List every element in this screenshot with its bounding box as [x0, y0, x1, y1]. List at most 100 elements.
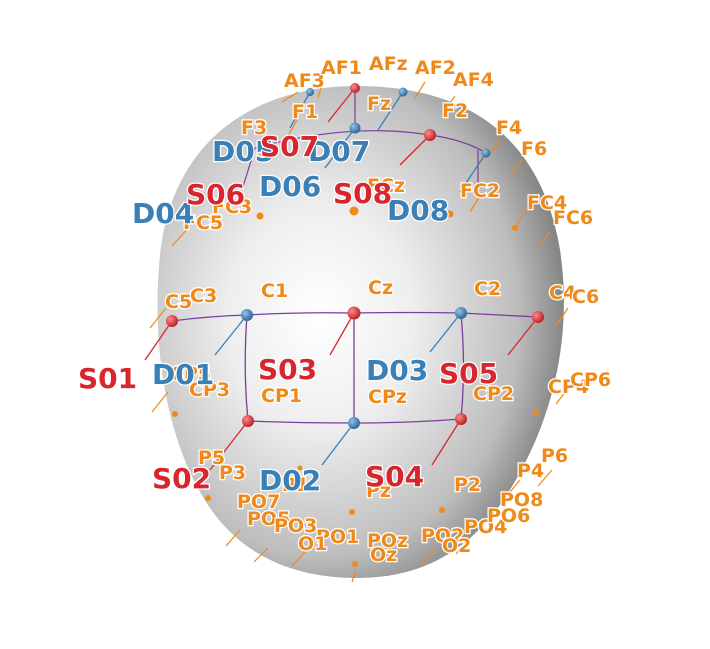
label-F4: F4	[496, 117, 522, 139]
label-FCz: FCz	[367, 175, 405, 197]
label-PO1: PO1	[316, 526, 359, 548]
electrode-tick	[291, 551, 306, 567]
source-stick	[399, 134, 431, 166]
channel-line	[353, 418, 462, 424]
electrode-tick	[504, 479, 521, 499]
label-P2: P2	[454, 474, 481, 496]
detector-label-D01: D01	[152, 358, 214, 391]
detector-label-D04: D04	[132, 197, 194, 230]
electrode-tick	[253, 547, 269, 563]
label-CPz: CPz	[368, 386, 407, 408]
electrode-tick	[171, 225, 191, 247]
detector-optode	[349, 122, 361, 134]
electrode-tick	[151, 391, 169, 413]
electrode-dot	[349, 509, 355, 515]
label-PO2: PO2	[421, 525, 464, 547]
electrode-dot	[349, 206, 359, 216]
electrode-tick	[555, 385, 571, 405]
source-label-S05: S05	[439, 357, 498, 390]
channel-line	[353, 311, 462, 314]
source-optode	[350, 83, 360, 93]
detector-optode	[348, 417, 360, 429]
label-Cz: Cz	[368, 277, 393, 299]
detector-stick	[459, 152, 487, 193]
source-optode	[455, 413, 467, 425]
source-label-S06: S06	[186, 178, 245, 211]
electrode-tick	[149, 307, 167, 329]
label-CP3: CP3	[189, 379, 230, 401]
label-CP4: CP4	[548, 376, 589, 398]
label-C3: C3	[190, 285, 217, 307]
label-C5: C5	[165, 291, 192, 313]
detector-label-D07: D07	[308, 135, 370, 168]
electrode-tick	[469, 195, 481, 213]
label-PO7: PO7	[237, 491, 280, 513]
label-C6: C6	[572, 286, 599, 308]
detector-stick	[324, 127, 356, 169]
label-PO8: PO8	[500, 489, 543, 511]
electrode-tick	[509, 159, 523, 177]
source-stick	[209, 420, 249, 471]
label-O1: O1	[298, 533, 327, 555]
source-optode	[424, 129, 436, 141]
detector-stick	[377, 91, 404, 131]
label-FC3: FC3	[212, 196, 252, 218]
label-P6: P6	[541, 445, 568, 467]
electrode-tick	[225, 529, 241, 547]
channel-lines-grid	[171, 311, 539, 424]
channel-line	[244, 314, 249, 422]
detector-optode	[398, 87, 408, 97]
electrode-dot	[172, 411, 178, 417]
source-stick	[327, 87, 356, 123]
label-PO5: PO5	[247, 508, 290, 530]
label-P5: P5	[198, 447, 225, 469]
electrode-dot	[297, 465, 303, 471]
source-label-S07: S07	[260, 130, 319, 163]
label-FC4: FC4	[527, 192, 567, 214]
detector-stick	[321, 422, 355, 466]
label-Fz: Fz	[367, 93, 391, 115]
electrode-dot	[205, 495, 211, 501]
source-optode	[166, 315, 178, 327]
label-O2: O2	[442, 535, 471, 557]
source-label-S02: S02	[152, 462, 211, 495]
source-stick	[329, 312, 355, 356]
electrode-tick	[555, 307, 569, 327]
optode-spheres	[166, 83, 544, 429]
electrode-tick	[351, 569, 357, 583]
channel-line	[247, 420, 355, 424]
electrode-tick	[537, 469, 553, 487]
label-P3: P3	[219, 462, 246, 484]
label-AF2: AF2	[415, 57, 456, 79]
source-label-S01: S01	[78, 362, 137, 395]
source-optode	[242, 415, 254, 427]
detector-label-D05: D05	[212, 135, 274, 168]
electrode-dot	[256, 212, 264, 220]
detector-stick	[429, 312, 462, 353]
electrode-dot	[439, 507, 445, 513]
label-POz: POz	[367, 530, 408, 552]
label-C4: C4	[549, 282, 576, 304]
electrode-tick	[537, 231, 551, 249]
label-CP1: CP1	[261, 385, 302, 407]
label-F6: F6	[521, 138, 547, 160]
channel-line	[460, 312, 539, 318]
electrode-tick	[514, 209, 526, 229]
label-PO6: PO6	[487, 505, 530, 527]
head-surface	[157, 86, 564, 578]
channel-line	[171, 314, 248, 322]
electrode-dot	[446, 210, 454, 218]
source-stick	[507, 316, 539, 356]
detector-optode	[306, 88, 314, 96]
detector-optode	[481, 148, 491, 158]
electrode-dot	[352, 561, 358, 567]
electrode-tick	[414, 81, 426, 99]
pointer-sticks	[144, 87, 539, 471]
source-optode	[347, 306, 361, 320]
label-F1: F1	[292, 101, 318, 123]
detector-label-D03: D03	[366, 354, 428, 387]
electrode-tick	[287, 117, 299, 137]
electrode-tick	[444, 95, 456, 111]
label-AF4: AF4	[453, 69, 494, 91]
